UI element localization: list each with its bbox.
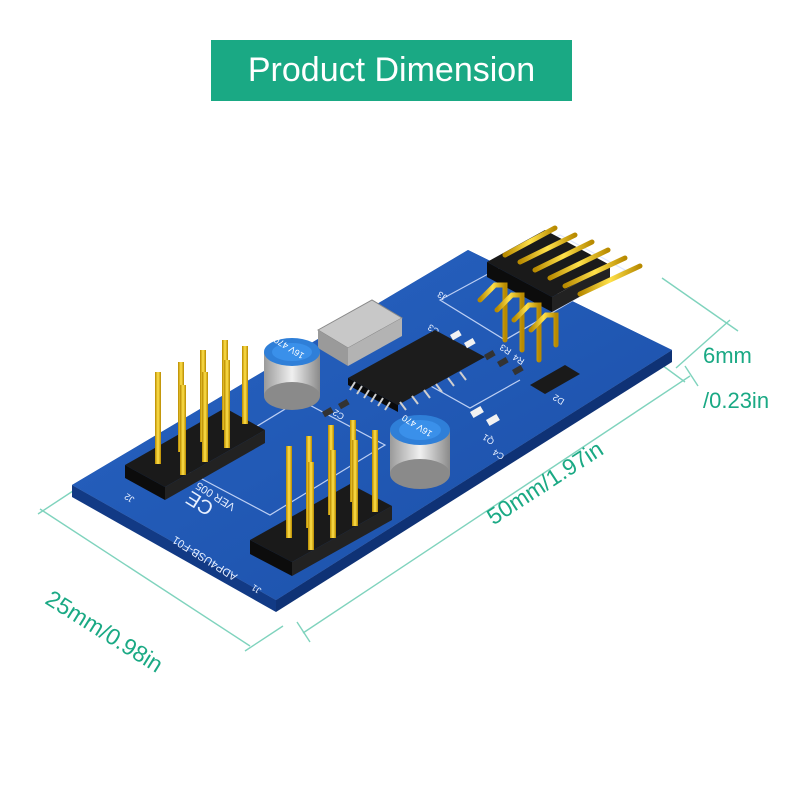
crystal-oscillator bbox=[317, 299, 403, 366]
smd-components bbox=[321, 330, 580, 427]
ic-chip bbox=[348, 330, 485, 412]
capacitor-right: 16V 470 bbox=[390, 413, 450, 489]
page-title: Product Dimension bbox=[211, 40, 572, 101]
header-j2-label: J2 bbox=[123, 491, 136, 505]
dimension-lines bbox=[37, 277, 739, 652]
height-ext-top bbox=[661, 277, 739, 332]
height-dimension-line bbox=[675, 319, 731, 369]
width-tick-left bbox=[37, 488, 77, 515]
pin-header-j2 bbox=[125, 340, 265, 500]
length-dimension-line bbox=[302, 375, 691, 634]
header-j3-label: J3 bbox=[436, 289, 449, 303]
length-tick-right bbox=[684, 365, 699, 387]
pin-header-j1 bbox=[250, 420, 392, 576]
width-tick-right bbox=[244, 625, 284, 652]
height-dimension-in: /0.23in bbox=[703, 388, 770, 413]
header-j1-label: J1 bbox=[250, 582, 263, 596]
length-tick-left bbox=[296, 621, 311, 643]
pin-header-j3 bbox=[477, 225, 643, 363]
capacitor-left: 16V 470 bbox=[264, 335, 320, 410]
height-dimension-mm: 6mm bbox=[703, 343, 752, 368]
width-dimension-line bbox=[39, 508, 251, 647]
